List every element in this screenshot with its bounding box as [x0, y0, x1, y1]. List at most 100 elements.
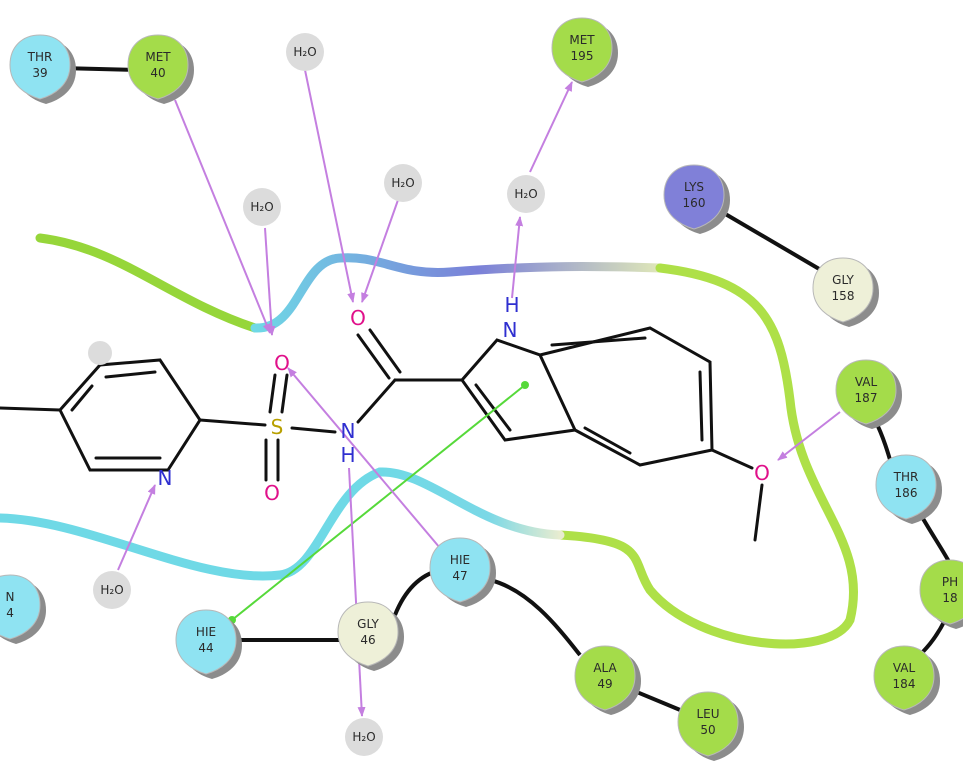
water-6: H₂O: [345, 718, 383, 756]
residue-name-label: HIE: [196, 625, 216, 639]
hbond-nh-water-bottom: [348, 467, 366, 717]
residue-number-label: 18: [942, 591, 957, 605]
residue-body: [812, 257, 874, 323]
atom-o-carbonyl: O: [350, 306, 366, 330]
hbond-hie47-o: [287, 367, 441, 549]
benzene-inner-3: [583, 426, 632, 455]
residue-body: [677, 691, 739, 757]
atom-o-sulfonyl-top: O: [274, 351, 290, 375]
residue-gly46: GLY 46: [337, 601, 404, 671]
hbond-met40-o: [174, 99, 271, 334]
pyridine-s-bond: [198, 418, 267, 427]
pyridine-inner-3: [70, 384, 94, 412]
residue-body: [337, 601, 399, 667]
water-1: H₂O: [286, 33, 324, 71]
residue-number-label: 4: [6, 606, 14, 620]
residue-name-label: HIE: [450, 553, 470, 567]
atom-n-pyridine: N: [158, 466, 173, 490]
pi-pi-line: [231, 384, 526, 621]
residue-name-label: THR: [893, 470, 919, 484]
pocket-cyan-top-curve: [250, 253, 665, 333]
residue-name-label: MET: [145, 50, 171, 64]
residue-name-label: ALA: [593, 661, 617, 675]
svg-text:H₂O: H₂O: [250, 200, 273, 214]
residue-left-partial: N4: [0, 574, 46, 644]
residue-name-label: PH: [942, 575, 958, 589]
hie47-ala49-link: [489, 578, 582, 657]
residue-body: [875, 454, 937, 520]
atom-n-amide: N: [341, 419, 356, 443]
residue-hie47: HIE 47: [429, 537, 496, 607]
residue-name-label: GLY: [357, 617, 379, 631]
binding-pocket-outline: [0, 233, 859, 649]
residue-number-label: 158: [832, 289, 855, 303]
residue-number-label: 160: [683, 196, 706, 210]
residue-body: [835, 359, 897, 425]
residue-number-label: 39: [32, 66, 47, 80]
svg-text:H₂O: H₂O: [293, 45, 316, 59]
residue-number-label: 184: [893, 677, 916, 691]
svg-text:H₂O: H₂O: [391, 176, 414, 190]
methyl-bond: [0, 406, 62, 412]
pocket-green-left-curve: [35, 233, 260, 333]
water-2: H₂O: [243, 188, 281, 226]
residue-number-label: 40: [150, 66, 165, 80]
hbond-water4-met195: [529, 81, 573, 173]
residue-body: [9, 34, 71, 100]
hbond-water-n-pyr: [117, 484, 156, 571]
hydrogen-bonds: [117, 69, 841, 717]
s-o-top-bond-a: [268, 373, 277, 414]
residue-body: [919, 559, 963, 625]
atom-s-sulfonyl: S: [271, 415, 284, 439]
atom-n-indole: N: [503, 318, 518, 342]
pocket-right-curve: [555, 263, 859, 649]
residue-number-label: 47: [452, 569, 467, 583]
svg-text:H₂O: H₂O: [100, 583, 123, 597]
indole-five-ring: [460, 338, 578, 442]
residue-body: [873, 645, 935, 711]
residue-number-label: 46: [360, 633, 375, 647]
residue-body: [175, 609, 237, 675]
residue-body: [574, 645, 636, 711]
water-5: H₂O: [93, 571, 131, 609]
residue-thr39: THR 39: [9, 34, 76, 104]
ala49-leu50-link: [631, 688, 686, 714]
svg-text:H₂O: H₂O: [352, 730, 375, 744]
benzene-inner-1: [550, 336, 647, 347]
residue-name-label: LEU: [696, 707, 719, 721]
svg-text:H₂O: H₂O: [514, 187, 537, 201]
atom-h-indole: H: [504, 293, 519, 317]
indole-six-ring: [538, 326, 714, 467]
c-o-bond-a: [356, 333, 391, 380]
benzene-inner-2: [698, 370, 704, 442]
lys160-gly158-link: [708, 203, 840, 282]
s-o-top-bond-b: [280, 373, 289, 414]
residue-number-label: 195: [571, 49, 594, 63]
o-methyl-bond: [753, 483, 764, 542]
pocket-cyan-bottom-curve: [0, 467, 385, 581]
residue-body: [127, 34, 189, 100]
pocket-cyan-mid-curve: [375, 467, 565, 540]
residue-gly158: GLY 158: [812, 257, 879, 327]
residue-body: [551, 17, 613, 83]
hbond-water2-o: [304, 69, 356, 303]
ligand-atoms: O S O N H O H N N O: [158, 293, 770, 505]
n-carbonyl-c-bond: [356, 378, 397, 424]
pi-ring-centroid: [521, 381, 529, 389]
residue-number-label: 50: [700, 723, 715, 737]
atom-h-amide: H: [340, 443, 355, 467]
pyridine-inner-1: [104, 370, 157, 379]
residue-name-label: GLY: [832, 273, 854, 287]
pyridine-ring: [58, 358, 202, 472]
residue-number-label: 49: [597, 677, 612, 691]
residue-name-label: THR: [27, 50, 53, 64]
aryl-o-bond: [710, 448, 754, 470]
residue-ala49: ALA 49: [574, 645, 641, 715]
hydrogen-sphere: [88, 341, 112, 365]
hbond-val187-o: [777, 411, 841, 461]
